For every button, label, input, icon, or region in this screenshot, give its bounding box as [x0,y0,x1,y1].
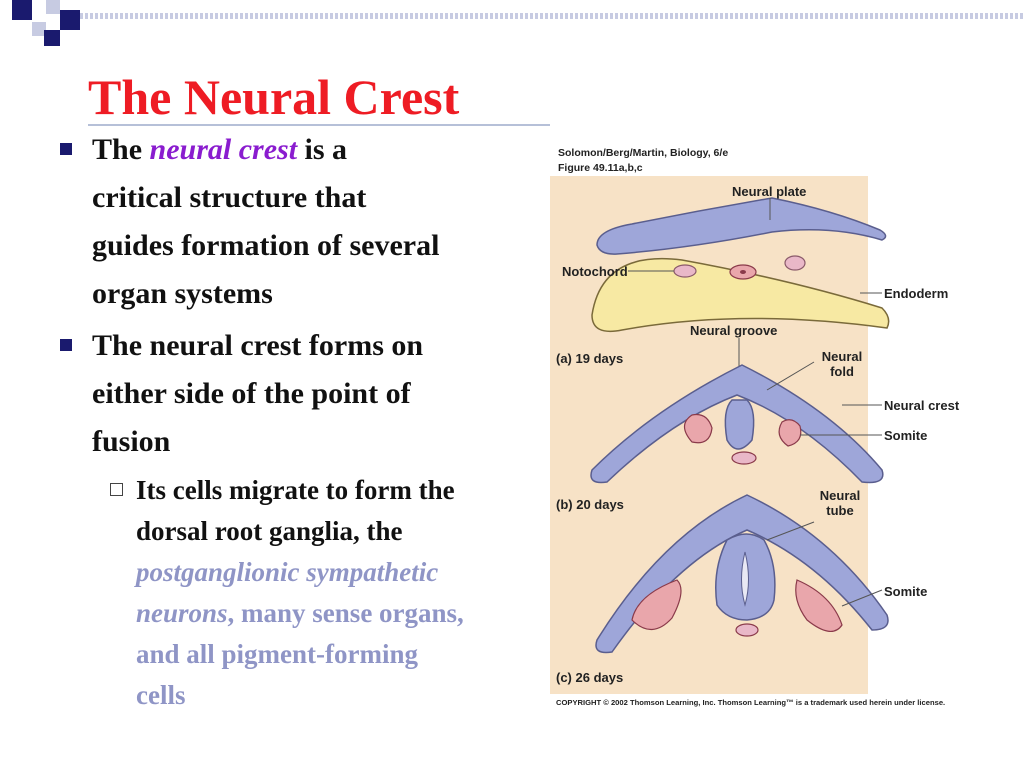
figure-copyright: COPYRIGHT © 2002 Thomson Learning, Inc. … [556,698,946,707]
stage-a-diagram [591,197,890,333]
neural-tube-lumen [741,551,749,607]
sub-bullet-line: dorsal root ganglia, the [136,516,403,546]
top-rule [80,13,1024,19]
notochord-b [731,451,757,465]
bullet-line: guides formation of several [92,229,440,262]
label-stage-c: (c) 26 days [556,670,624,685]
stage-b-diagram [590,364,884,484]
leader-line [766,361,815,391]
embryo-diagram [550,176,890,694]
deco-square [60,10,80,30]
emphasis-neural-crest: neural crest [149,133,298,166]
bullet-item: The neural crest is a critical structure… [58,126,540,318]
neural-crest-figure [542,140,992,712]
bullet-square-icon [60,143,72,155]
somite-left [683,413,713,444]
slide-body: The neural crest is a critical structure… [58,126,540,726]
mesoderm-blob [784,255,806,271]
figure-source: Solomon/Berg/Martin, Biology, 6/e Figure… [558,146,728,176]
label-neural-tube: Neural tube [814,488,866,518]
label-notochord: Notochord [562,264,628,279]
bullet-line: The neural crest forms on [92,329,424,362]
somite-c-right [795,579,843,632]
deco-square [32,22,46,36]
label-neural-fold: Neural fold [816,349,868,379]
label-neural-crest: Neural crest [884,398,960,413]
bullet-line: critical structure that [92,181,367,214]
neural-plate-shape [596,197,887,255]
bullet-text: is a [297,133,348,166]
title-underline [88,124,550,126]
neural-fold-shape [590,364,884,484]
stage-c-diagram [595,494,889,654]
leader-line [841,589,883,607]
label-endoderm: Endoderm [884,286,949,301]
sub-bullet-line: postganglionic sympathetic [136,557,439,587]
label-stage-a: (a) 19 days [556,351,624,366]
figure-source-line: Figure 49.11a,b,c [558,162,643,174]
corner-decoration [0,0,80,50]
label-neural-groove: Neural groove [690,323,778,338]
sub-bullet-line: cells [136,680,186,710]
neural-groove-shape [724,399,755,450]
sub-bullet-line: and all pigment-forming [136,639,419,669]
bullet-square-icon [60,339,72,351]
bullet-line: organ systems [92,277,273,310]
bullet-line: either side of the point of [92,377,411,410]
deco-square [12,0,32,20]
label-line: fold [830,364,854,379]
label-neural-plate: Neural plate [732,184,807,199]
hollow-square-bullet-icon [110,483,123,496]
bullet-item: The neural crest forms on either side of… [58,322,540,466]
figure-source-line: Solomon/Berg/Martin, Biology, 6/e [558,147,729,159]
endoderm-shape [591,258,890,333]
label-leader-lines [628,198,883,607]
bullet-line: fusion [92,425,171,458]
emphasis-neurons: neurons [136,598,228,628]
deco-square [44,30,60,46]
label-line: Neural [819,488,861,503]
bullet-text: The [92,133,150,166]
label-line: Neural [821,349,863,364]
bullet-line: The neural crest is a [92,126,540,174]
deco-square [46,0,60,14]
notochord-c [735,623,759,637]
sub-bullet-text: , many sense organs, [227,598,464,628]
notochord-core [740,270,746,274]
label-line: tube [826,503,854,518]
mesoderm-blob [673,264,697,278]
label-stage-b: (b) 20 days [556,497,624,512]
somite-c-left [631,579,682,631]
sub-bullet-line: neurons, many sense organs, [136,593,540,634]
sub-bullet-line: Its cells migrate to form the [136,475,455,505]
label-somite: Somite [884,584,928,599]
sub-bullet-item: Its cells migrate to form the dorsal roo… [58,470,540,716]
label-somite: Somite [884,428,928,443]
somite-right [778,419,802,447]
leader-line [766,521,815,541]
slide-title: The Neural Crest [88,69,460,125]
